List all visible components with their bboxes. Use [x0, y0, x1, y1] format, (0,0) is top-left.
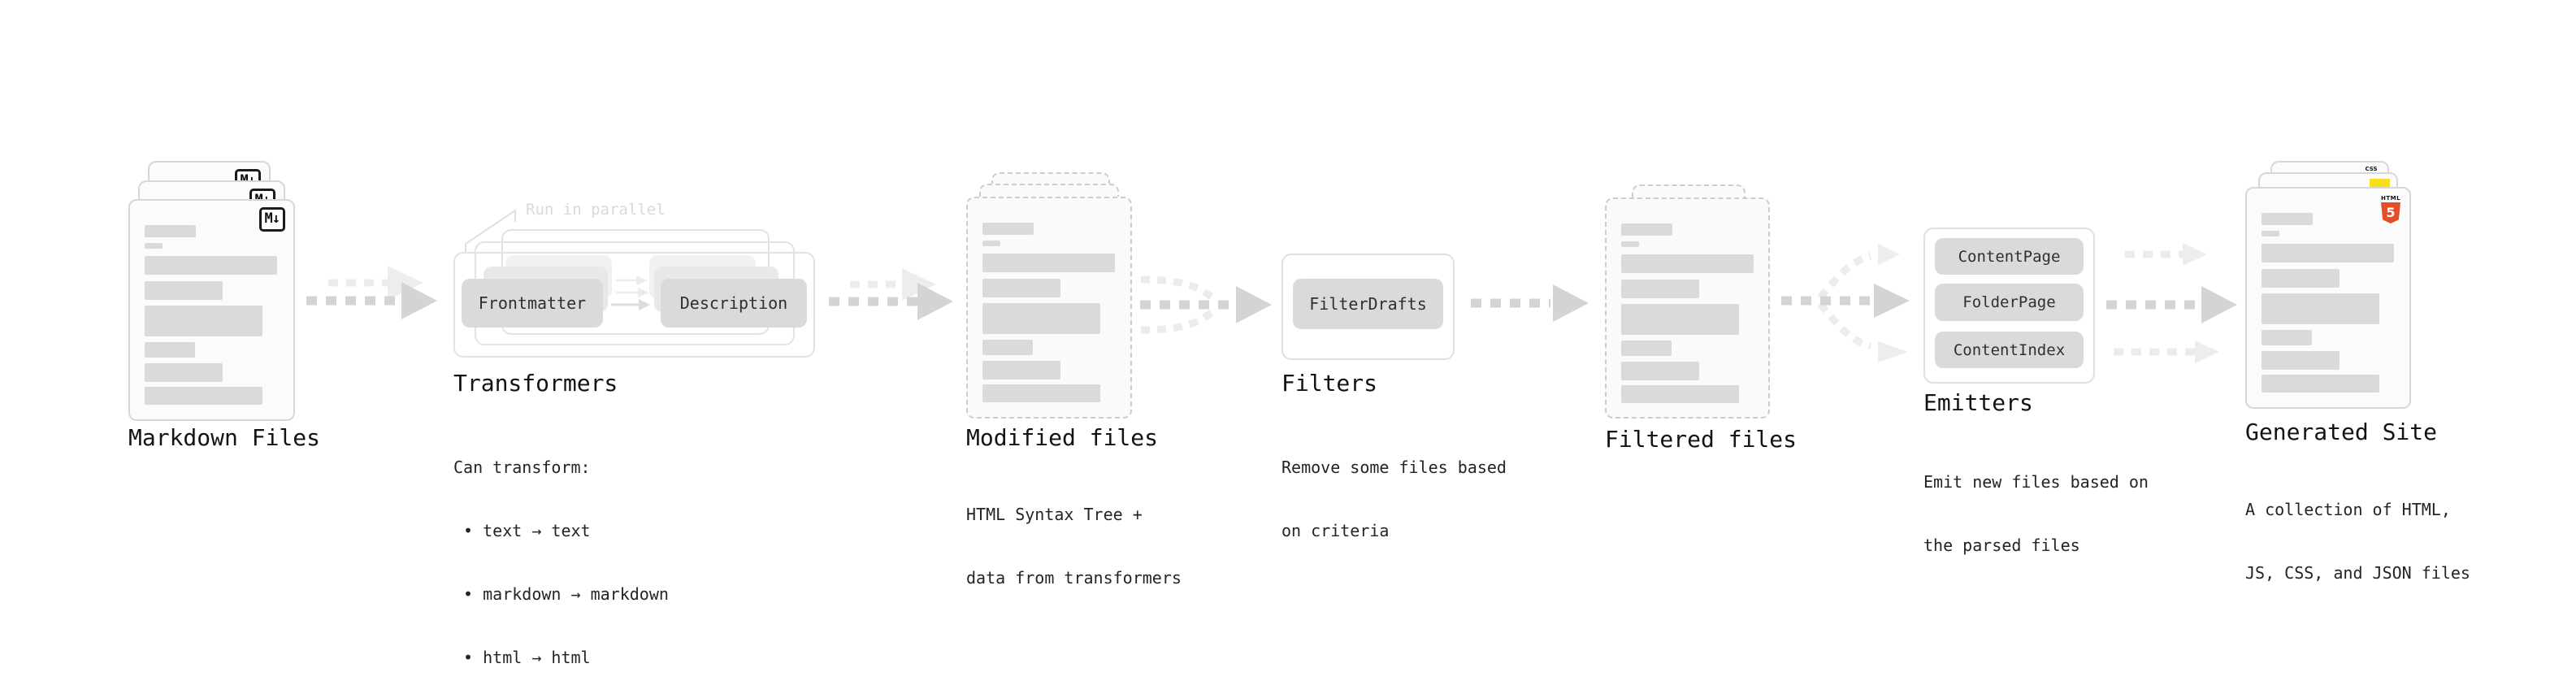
content-line-bar — [982, 384, 1100, 402]
emitters-description: Emit new files based on the parsed files — [1923, 472, 2149, 555]
content-line-bar — [145, 363, 223, 382]
stage-label-markdown-files: Markdown Files — [128, 424, 321, 451]
content-line-bar — [1621, 385, 1739, 403]
modified-files-description: HTML Syntax Tree + data from transformer… — [966, 505, 1182, 588]
content-line-bar — [1621, 280, 1699, 298]
content-line-bar — [145, 281, 223, 300]
arrow-filters-to-filtered — [1471, 284, 1589, 322]
content-line-bar — [982, 241, 1000, 246]
content-line-bar — [2262, 244, 2394, 262]
content-line-bar — [1621, 241, 1639, 247]
stage-label-emitters: Emitters — [1923, 389, 2033, 416]
content-line-bar — [982, 279, 1060, 297]
content-line-bar — [982, 223, 1034, 235]
document-card-front — [1605, 197, 1770, 419]
content-line-bar — [982, 254, 1115, 272]
content-line-bar — [145, 225, 196, 237]
parallel-layer-front — [453, 252, 815, 358]
document-card-front — [966, 197, 1132, 419]
filter-chip-filterdrafts: FilterDrafts — [1293, 279, 1443, 329]
content-line-bar — [2262, 213, 2313, 225]
content-line-bar — [1621, 340, 1672, 356]
emitter-chip-contentindex: ContentIndex — [1935, 332, 2084, 368]
markdown-icon: M↓ — [258, 207, 285, 232]
document-card-front: HTML 5 — [2245, 187, 2411, 409]
content-line-bar — [982, 340, 1033, 355]
content-line-bar — [2262, 269, 2340, 288]
transformer-chip-description: Description — [661, 279, 807, 327]
filters-description: Remove some files based on criteria — [1281, 458, 1507, 540]
stage-filtered-files — [1605, 184, 1800, 526]
content-line-bar — [982, 303, 1100, 334]
content-line-bar — [145, 306, 262, 336]
emitter-chip-contentpage: ContentPage — [1935, 238, 2084, 275]
arrow-transformers-to-modified — [829, 268, 953, 320]
content-line-bar — [145, 387, 262, 405]
content-line-bar — [1621, 304, 1739, 335]
content-line-bar — [2262, 293, 2379, 324]
content-line-bar — [145, 342, 195, 358]
stage-markdown-files: M↓ M↓ M↓ — [128, 161, 323, 502]
stage-label-filters: Filters — [1281, 370, 1378, 397]
generated-site-description: A collection of HTML, JS, CSS, and JSON … — [2245, 500, 2470, 583]
js-icon — [2370, 179, 2390, 188]
content-line-bar — [2262, 375, 2379, 393]
content-line-bar — [2262, 330, 2312, 345]
stage-label-modified-files: Modified files — [966, 424, 1159, 451]
content-line-bar — [982, 361, 1060, 380]
stage-label-transformers: Transformers — [453, 370, 618, 397]
content-line-bar — [1621, 223, 1672, 236]
content-line-bar — [1621, 254, 1754, 273]
stage-label-generated-site: Generated Site — [2245, 419, 2438, 445]
content-line-bar — [1621, 362, 1699, 380]
arrow-markdown-to-transformers — [306, 266, 437, 319]
stage-modified-files — [966, 172, 1161, 514]
transformers-description: Can transform: • text → text • markdown … — [453, 458, 669, 667]
arrow-filtered-to-emitters-split — [1781, 244, 1910, 362]
transformer-chip-frontmatter: Frontmatter — [462, 279, 603, 327]
content-line-bar — [145, 256, 277, 275]
stage-generated-site: CSS HTML 5 — [2245, 161, 2440, 502]
content-line-bar — [2262, 231, 2279, 236]
stage-label-filtered-files: Filtered files — [1605, 426, 1798, 453]
content-line-bar — [2262, 351, 2340, 370]
emitter-chip-folderpage: FolderPage — [1935, 284, 2084, 321]
arrow-emitters-to-generated — [2106, 243, 2237, 363]
document-card-front: M↓ — [128, 199, 295, 421]
html5-icon: HTML 5 — [2380, 195, 2401, 223]
run-in-parallel-note: Run in parallel — [526, 201, 666, 219]
content-line-bar — [145, 243, 163, 249]
